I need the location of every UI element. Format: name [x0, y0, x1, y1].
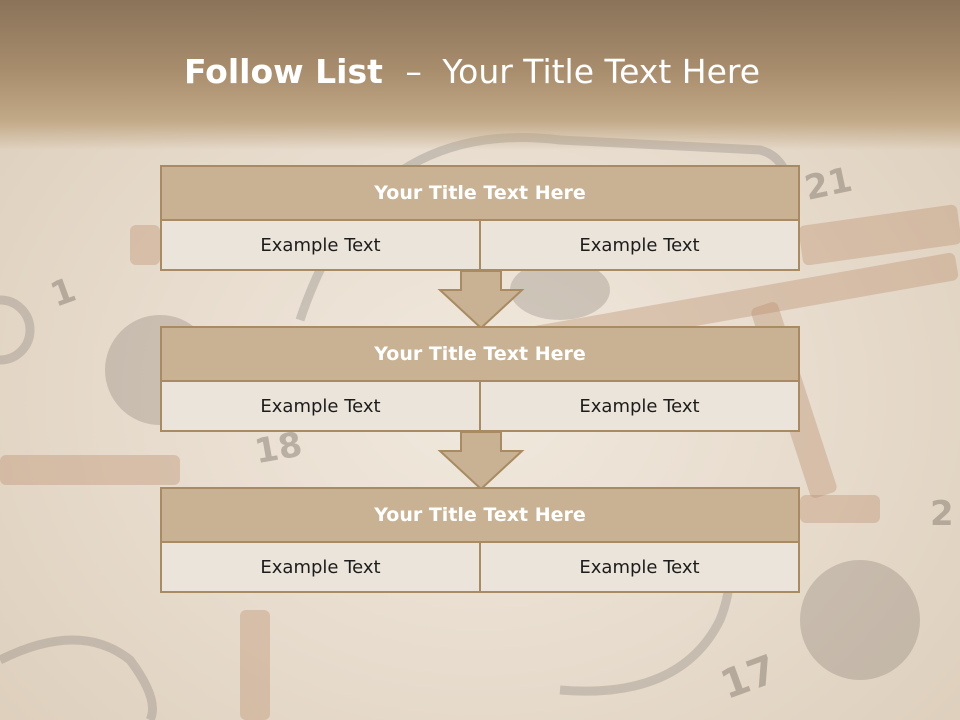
block-cell: Example Text: [160, 221, 479, 271]
background-number: 2: [930, 494, 954, 534]
title-bar: Follow List – Your Title Text Here: [0, 0, 960, 150]
block-cell: Example Text: [479, 382, 800, 432]
down-arrow-icon: [437, 270, 525, 330]
list-block: Your Title Text Here Example Text Exampl…: [160, 487, 800, 593]
block-cell: Example Text: [479, 221, 800, 271]
down-arrow-icon: [437, 431, 525, 491]
slide-title-separator: –: [405, 52, 422, 91]
slide-title: Follow List – Your Title Text Here: [0, 52, 944, 91]
block-title: Your Title Text Here: [160, 165, 800, 221]
block-cell: Example Text: [479, 543, 800, 593]
block-cell: Example Text: [160, 382, 479, 432]
block-row: Example Text Example Text: [160, 221, 800, 271]
background-number: 17: [715, 646, 783, 708]
slide-title-rest: Your Title Text Here: [442, 52, 761, 91]
block-cell: Example Text: [160, 543, 479, 593]
list-block: Your Title Text Here Example Text Exampl…: [160, 165, 800, 271]
slide-title-bold: Follow List: [183, 52, 383, 91]
block-title: Your Title Text Here: [160, 487, 800, 543]
background-number: 21: [801, 160, 856, 209]
block-row: Example Text Example Text: [160, 543, 800, 593]
block-row: Example Text Example Text: [160, 382, 800, 432]
list-block: Your Title Text Here Example Text Exampl…: [160, 326, 800, 432]
block-title: Your Title Text Here: [160, 326, 800, 382]
background-number: 1: [45, 270, 81, 316]
background-number: 18: [252, 425, 306, 473]
